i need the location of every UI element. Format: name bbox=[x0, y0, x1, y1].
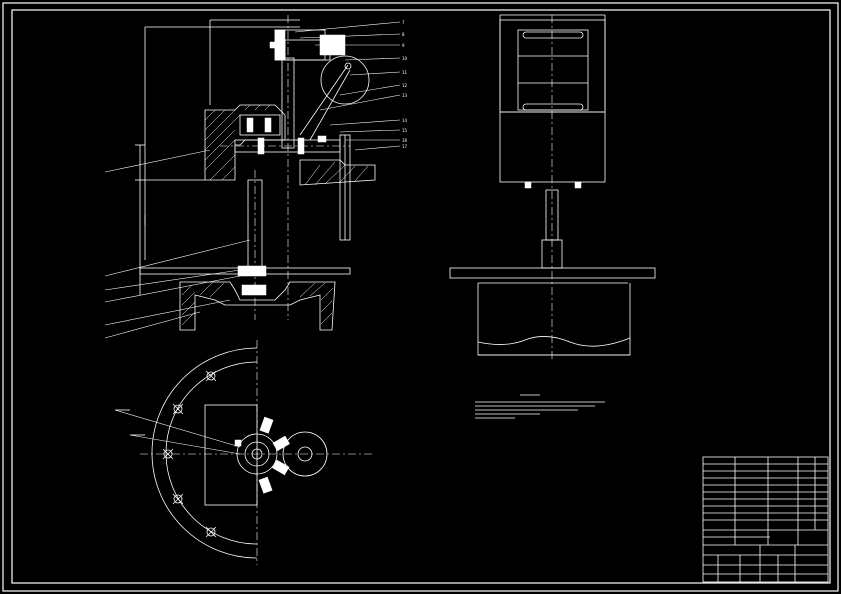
svg-text:14: 14 bbox=[402, 118, 408, 123]
side-view bbox=[449, 14, 656, 360]
svg-text:10: 10 bbox=[402, 56, 408, 61]
balloon-leaders-right bbox=[294, 21, 401, 151]
balloon-leaders-left bbox=[104, 149, 251, 339]
svg-text:15: 15 bbox=[402, 128, 408, 133]
svg-text:11: 11 bbox=[402, 70, 408, 75]
svg-text:7: 7 bbox=[402, 20, 405, 25]
title-block bbox=[702, 456, 829, 583]
svg-text:17: 17 bbox=[402, 144, 408, 149]
technical-notes bbox=[475, 394, 605, 419]
svg-text:8: 8 bbox=[402, 32, 405, 37]
inner-frame bbox=[11, 9, 831, 584]
svg-text:9: 9 bbox=[402, 43, 405, 48]
svg-text:12: 12 bbox=[402, 83, 408, 88]
top-view bbox=[114, 340, 375, 565]
svg-text:16: 16 bbox=[402, 138, 408, 143]
front-section-view bbox=[135, 15, 376, 331]
svg-text:13: 13 bbox=[402, 93, 408, 98]
balloon-numbers-right: 7 8 9 10 11 12 13 14 15 16 17 bbox=[402, 20, 408, 149]
